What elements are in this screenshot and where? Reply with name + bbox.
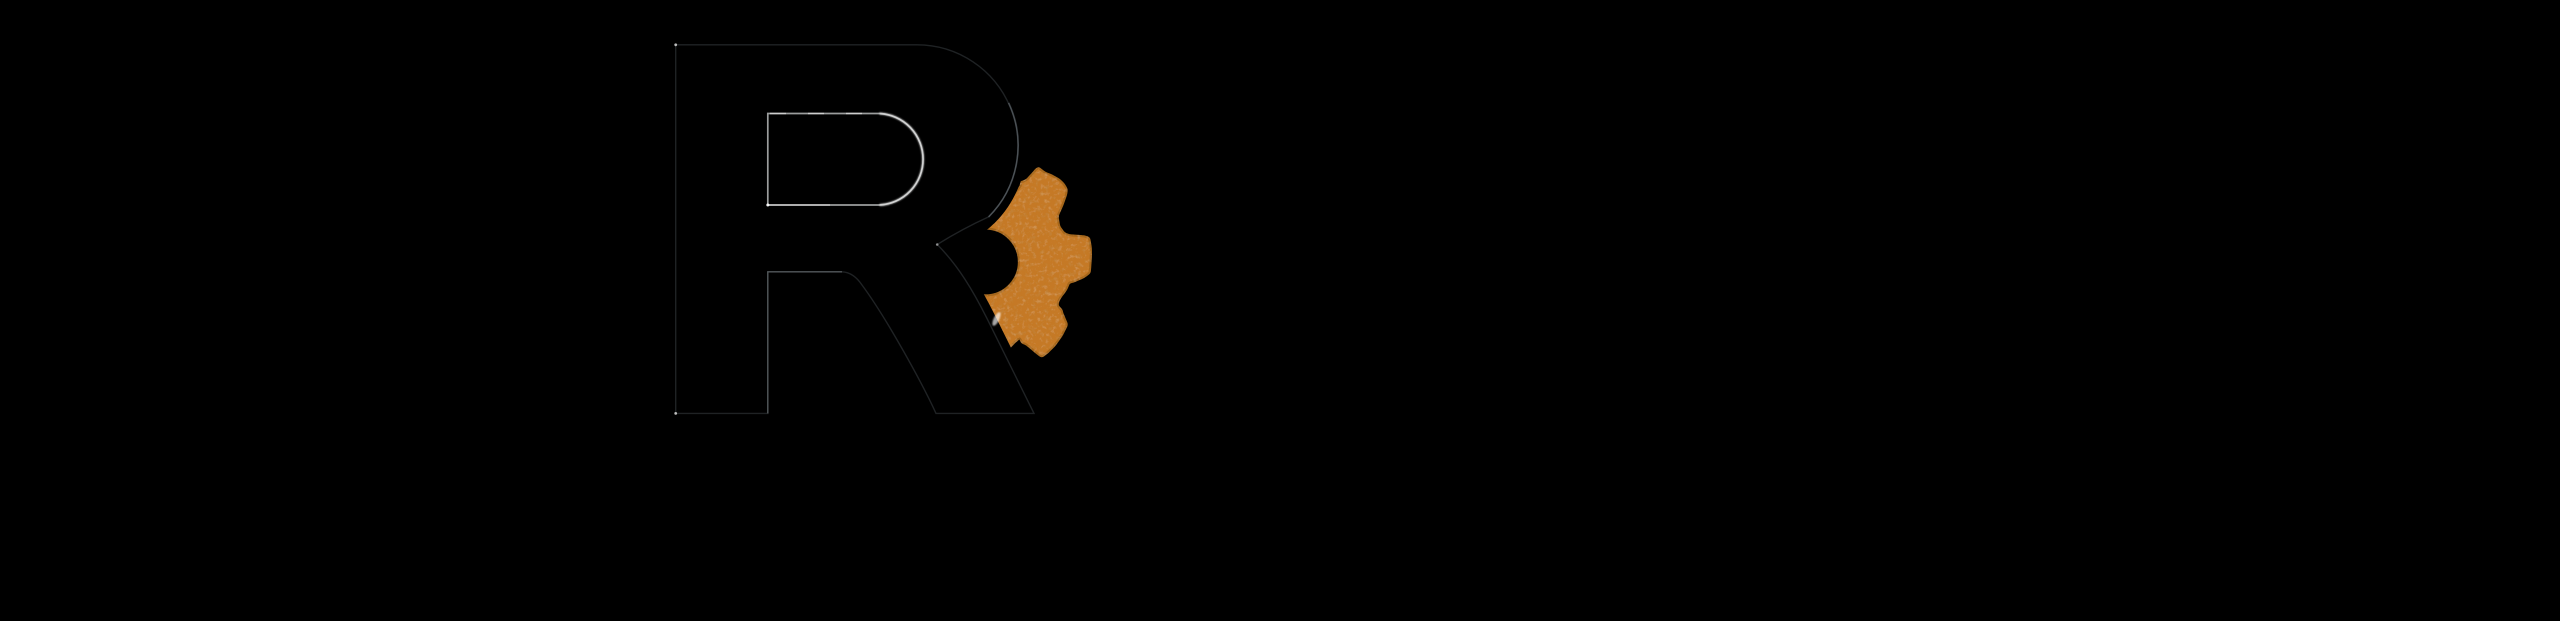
letter-crotch-halo bbox=[767, 271, 842, 414]
gap-highlight bbox=[992, 312, 1001, 326]
bowl-cap-accent bbox=[988, 102, 1019, 218]
counter-cap-glow bbox=[879, 112, 925, 207]
corner-sparkles bbox=[674, 43, 770, 415]
letter-r bbox=[674, 43, 1036, 415]
notch-sparkle bbox=[935, 243, 939, 246]
